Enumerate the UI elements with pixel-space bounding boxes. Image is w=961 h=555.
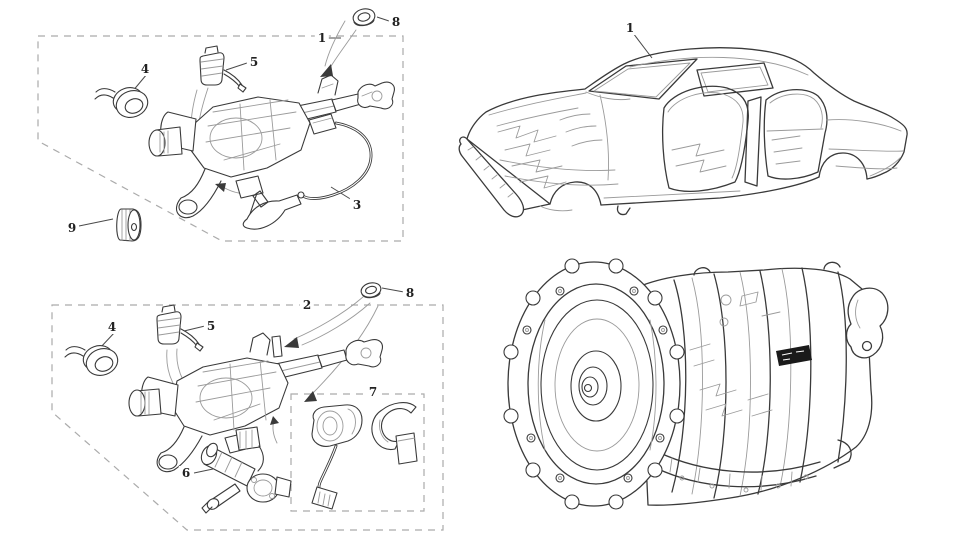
callout-2-assembly-b[interactable]: 2 [299,298,315,312]
cable-and-lever-part-3 [242,113,373,230]
steering-column-assembly-a-illustration [94,8,395,242]
sensor-switch-part-4b [64,345,119,376]
windshield-frame [588,58,698,100]
front-door-aperture [661,85,749,192]
car-body-shell-illustration [458,47,908,218]
ignition-switch-part-5b [156,304,204,352]
callout-1-car-body[interactable]: 1 [622,21,638,35]
callout-5-assembly-a[interactable]: 5 [246,55,262,69]
callout-7-assembly-b[interactable]: 7 [365,385,381,399]
transmission-mount-bracket [845,287,889,359]
callout-4-assembly-a[interactable]: 4 [137,62,153,76]
bush-cap-part-9 [116,208,142,242]
ignition-switch-part-5a [199,45,247,93]
grommet-part-8b [360,282,382,299]
callout-9-assembly-a[interactable]: 9 [64,221,80,235]
dashed-boundary-part-7-box [290,393,425,512]
front-bumper-beam [458,136,525,218]
steering-lock-part-6 [200,426,292,514]
transmission-id-badge [776,345,812,366]
callout-4-assembly-b[interactable]: 4 [104,320,120,334]
callout-8-assembly-a[interactable]: 8 [388,15,404,29]
grommet-part-8a [352,8,376,27]
automatic-transmission-illustration [503,258,889,510]
dashed-boundary-assembly-a [37,35,404,242]
column-housing-a [148,96,311,219]
torque-converter-bell-housing [503,258,685,510]
callout-6-assembly-b[interactable]: 6 [178,466,194,480]
callout-5-assembly-b[interactable]: 5 [203,319,219,333]
engine-bay-detail [497,113,619,189]
column-housing-b [128,357,289,473]
cabin-floor-detail [671,135,803,173]
sensor-switch-part-4a [94,87,149,118]
rear-door-aperture [763,89,828,180]
callout-3-assembly-a[interactable]: 3 [349,198,365,212]
dashed-boundary-assembly-b [51,304,444,531]
transmission-case [637,261,873,506]
steering-column-assembly-b-illustration [64,282,418,514]
interlock-switch-and-clip-part-7 [311,402,418,510]
callout-1-assembly-a[interactable]: 1 [314,31,330,45]
callout-8-assembly-b[interactable]: 8 [402,286,418,300]
